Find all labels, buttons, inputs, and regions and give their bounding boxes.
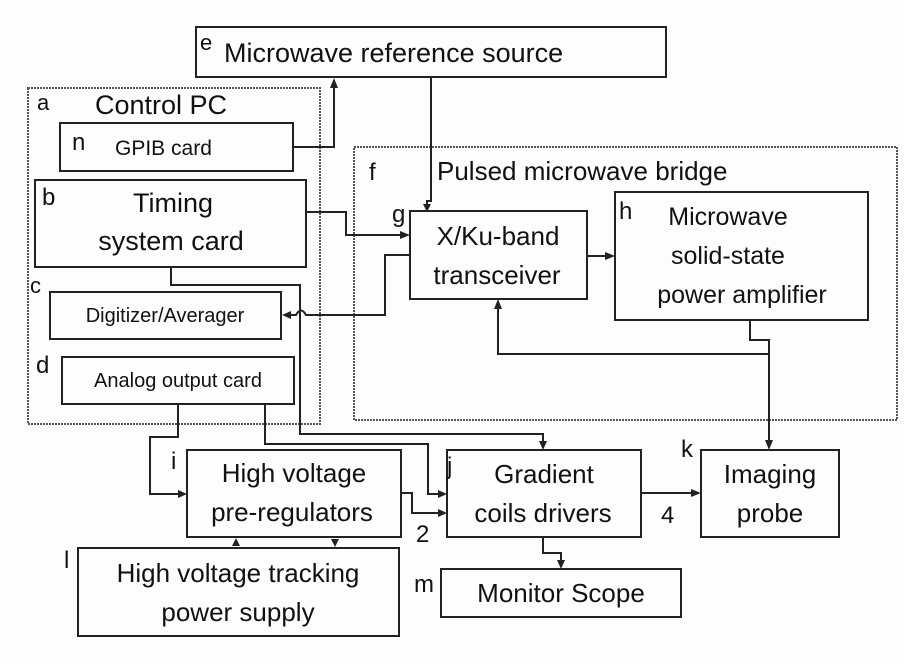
probe-label-2: probe	[737, 498, 804, 528]
block-timing-system-card: b Timing system card	[34, 179, 307, 268]
block-gradient-coils-drivers: j Gradient coils drivers	[446, 449, 642, 538]
transceiver-letter: g	[392, 201, 405, 228]
reference-letter: e	[200, 30, 212, 55]
amplifier-letter: h	[619, 198, 632, 225]
preregulators-label-1: High voltage	[222, 458, 367, 488]
block-digitizer-averager: c Digitizer/Averager	[30, 273, 282, 340]
gradient-letter: j	[446, 453, 452, 480]
analog-letter: d	[36, 352, 49, 379]
edge-label-gradient-to-probe: 4	[661, 502, 674, 529]
arrowhead	[330, 78, 338, 88]
transceiver-label-2: transceiver	[433, 260, 560, 290]
block-analog-output-card: d Analog output card	[36, 352, 295, 405]
arrowhead	[438, 490, 447, 498]
supply-label-1: High voltage tracking	[117, 558, 360, 588]
edge-label-prereg-to-gradient: 2	[416, 521, 429, 548]
preregulators-label-2: pre-regulators	[211, 497, 373, 527]
wire-preregulators-to-gradient	[401, 492, 441, 514]
block-hv-preregulators: i High voltage pre-regulators	[171, 448, 402, 538]
block-monitor-scope: m Monitor Scope	[414, 568, 682, 618]
amplifier-label-3: power amplifier	[657, 281, 827, 309]
digitizer-label: Digitizer/Averager	[86, 305, 245, 327]
block-power-amplifier: h Microwave solid-state power amplifier	[614, 191, 869, 321]
digitizer-letter: c	[30, 273, 41, 298]
preregulators-letter: i	[171, 448, 176, 475]
block-microwave-reference-source: e Microwave reference source	[195, 26, 667, 78]
wire-timing-to-gradient	[170, 267, 544, 444]
reference-label: Microwave reference source	[224, 38, 563, 68]
gradient-label-2: coils drivers	[474, 498, 611, 528]
wire-gradient-to-scope	[542, 537, 562, 563]
arrowhead	[765, 440, 773, 450]
wire-probe-to-transceiver	[497, 305, 769, 355]
bridge-title: Pulsed microwave bridge	[437, 156, 727, 186]
wire-transceiver-to-digitizer	[288, 254, 410, 316]
probe-letter: k	[681, 436, 694, 463]
analog-label: Analog output card	[94, 370, 262, 392]
connections	[149, 77, 773, 569]
timing-label-2: system card	[98, 226, 244, 256]
control-pc-letter: a	[37, 90, 50, 115]
wire-analog-to-gradient	[264, 404, 441, 495]
probe-label-1: Imaging	[724, 459, 817, 489]
arrowhead	[178, 490, 187, 498]
control-pc-border	[27, 87, 321, 425]
arrowhead	[400, 231, 410, 239]
gpib-label: GPIB card	[115, 137, 212, 160]
gpib-letter: n	[72, 129, 85, 156]
supply-label-2: power supply	[161, 597, 314, 627]
supply-letter: l	[64, 547, 69, 574]
arrowhead	[539, 441, 547, 450]
arrowhead	[423, 204, 431, 212]
gradient-label-1: Gradient	[494, 459, 594, 489]
wire-analog-to-preregulators	[149, 404, 181, 495]
wire-timing-to-transceiver	[306, 211, 404, 236]
arrowhead	[557, 560, 565, 569]
arrowhead	[438, 509, 447, 517]
arrowhead	[331, 539, 339, 547]
amplifier-label-2: solid-state	[671, 242, 785, 270]
scope-label: Monitor Scope	[477, 578, 645, 608]
block-gpib-card: n GPIB card	[59, 122, 294, 172]
arrowhead	[494, 299, 502, 309]
timing-letter: b	[42, 184, 55, 211]
block-imaging-probe: k Imaging probe	[681, 436, 840, 538]
group-microwave-bridge: f Pulsed microwave bridge	[353, 146, 898, 421]
wire-gpib-to-reference	[293, 84, 335, 148]
arrowhead	[232, 538, 240, 546]
block-transceiver: g X/Ku-band transceiver	[392, 201, 588, 300]
wire-reference-to-transceiver	[426, 77, 432, 207]
control-pc-title: Control PC	[95, 90, 227, 120]
arrowhead	[282, 311, 291, 319]
bridge-border	[353, 146, 898, 421]
group-control-pc: a Control PC	[27, 87, 321, 425]
arrowhead	[691, 489, 701, 497]
wire-amplifier-to-probe	[749, 320, 770, 444]
bridge-letter: f	[369, 159, 376, 186]
block-hv-tracking-power-supply: l High voltage tracking power supply	[64, 547, 400, 637]
timing-label-1: Timing	[133, 188, 213, 218]
arrowhead	[605, 252, 615, 260]
amplifier-label-1: Microwave	[668, 203, 787, 231]
transceiver-label-1: X/Ku-band	[437, 221, 560, 251]
scope-letter: m	[414, 571, 434, 598]
